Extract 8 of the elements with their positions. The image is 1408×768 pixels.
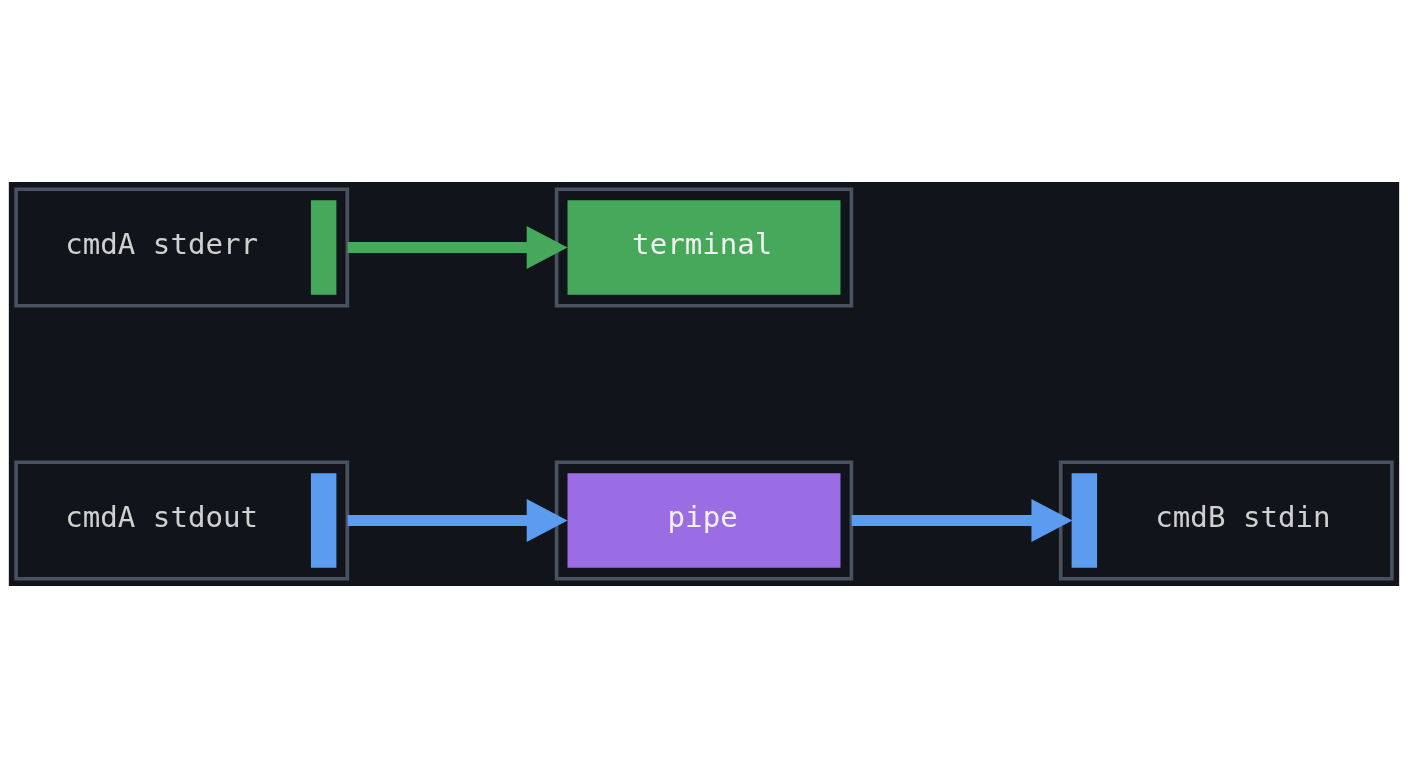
arrow [347,499,568,542]
node-box: terminal [554,187,854,308]
node-box: cmdA stdout [14,460,350,581]
node-box: cmdA stderr [14,187,350,308]
arrow [347,226,568,269]
node-box: cmdB stdin [1058,460,1394,581]
arrow [851,499,1073,542]
node-box: pipe [554,460,854,581]
